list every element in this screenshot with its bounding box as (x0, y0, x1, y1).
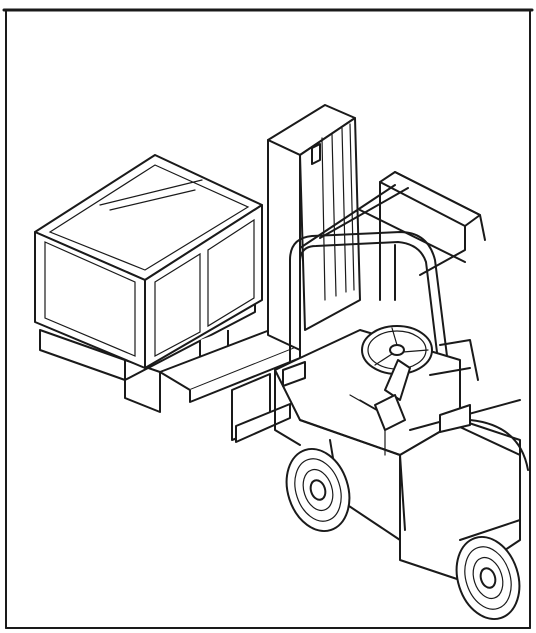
forks (159, 329, 301, 443)
crate (34, 154, 263, 369)
steering-wheel (361, 325, 479, 431)
mast (267, 104, 361, 351)
front-wheel (285, 447, 351, 533)
counterweight (459, 419, 529, 541)
overhead-guard (289, 171, 486, 421)
rear-wheel (455, 535, 521, 621)
figure-frame (2, 8, 534, 629)
